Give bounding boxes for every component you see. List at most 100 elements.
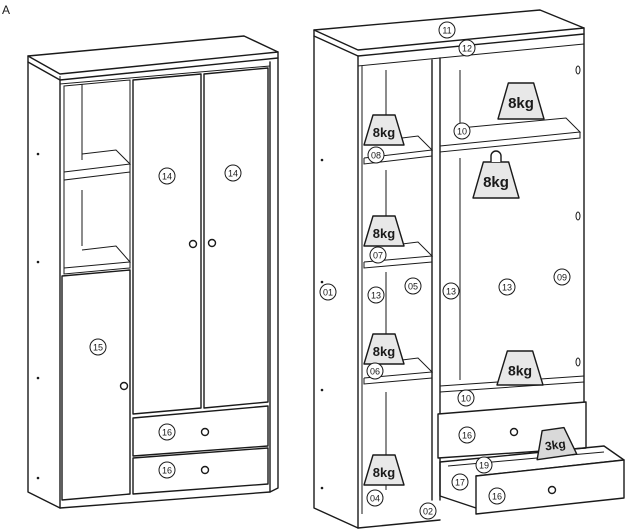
part-label-10: 10 (457, 389, 475, 407)
part-label-08: 08 (367, 146, 385, 164)
part-label-04: 04 (366, 489, 384, 507)
side-hole (320, 388, 324, 392)
svg-text:13: 13 (371, 291, 381, 301)
side-hole (320, 280, 324, 284)
svg-text:10: 10 (461, 394, 471, 404)
double-door-knob-right (207, 238, 217, 248)
part-label-07: 07 (369, 246, 387, 264)
open-wardrobe-view (313, 9, 625, 529)
left-upper-drawer (132, 405, 269, 457)
weight-8kg-w4: 8kg (363, 215, 405, 247)
side-hole (575, 211, 581, 221)
svg-text:01: 01 (323, 288, 333, 298)
svg-text:17: 17 (455, 478, 465, 488)
part-label-14: 14 (158, 167, 176, 185)
side-hole (575, 65, 581, 75)
svg-text:16: 16 (462, 431, 472, 441)
svg-text:08: 08 (371, 151, 381, 161)
svg-text:8kg: 8kg (373, 465, 395, 480)
svg-text:8kg: 8kg (373, 125, 395, 140)
part-label-02: 02 (419, 502, 437, 520)
side-hole (36, 260, 40, 264)
part-label-16: 16 (488, 487, 506, 505)
upper-drawer-knob (200, 427, 210, 437)
part-label-05: 05 (404, 277, 422, 295)
right-plinth (357, 519, 441, 529)
side-hole (320, 486, 324, 490)
weight-8kg-w5: 8kg (363, 333, 405, 365)
svg-text:09: 09 (557, 273, 567, 283)
left-double-door-left (132, 73, 202, 415)
weight-8kg-w1: 8kg (363, 114, 405, 146)
left-door-knob (119, 381, 129, 391)
part-label-17: 17 (451, 473, 469, 491)
drawer-box-back (439, 461, 477, 509)
part-label-16: 16 (458, 426, 476, 444)
left-lower-drawer (132, 447, 269, 495)
left-upper-shelf-edge (63, 164, 131, 181)
shelf-10-upper (439, 117, 582, 153)
part-label-13: 13 (442, 282, 460, 300)
part-label-09: 09 (553, 268, 571, 286)
svg-text:16: 16 (162, 466, 172, 476)
left-plinth (59, 491, 271, 509)
svg-text:04: 04 (370, 494, 380, 504)
svg-text:02: 02 (423, 507, 433, 517)
part-label-13: 13 (498, 278, 516, 296)
pulled-drawer-knob (547, 485, 557, 495)
weight-markers: 8kg 8kg 8kg 8kg 8kg 8kg 3kg 8kg (363, 82, 578, 486)
svg-text:15: 15 (93, 343, 103, 353)
part-label-15: 15 (89, 338, 107, 356)
svg-text:14: 14 (162, 172, 172, 182)
double-door-knob-left (188, 239, 198, 249)
weight-8kg-w8: 8kg (363, 454, 405, 486)
svg-text:06: 06 (370, 367, 380, 377)
side-hole (36, 476, 40, 480)
part-label-13: 13 (367, 286, 385, 304)
svg-text:19: 19 (479, 461, 489, 471)
svg-text:8kg: 8kg (483, 174, 509, 191)
left-upper-shelf (63, 149, 132, 173)
svg-text:8kg: 8kg (508, 363, 532, 379)
part-label-16: 16 (158, 461, 176, 479)
weight-8kg-w2: 8kg (497, 82, 545, 120)
svg-text:13: 13 (502, 283, 512, 293)
svg-text:16: 16 (492, 492, 502, 502)
weight-8kg-w3: 8kg (472, 150, 520, 199)
svg-text:11: 11 (442, 26, 451, 36)
left-right-side (269, 57, 279, 493)
left-open-compartment (63, 79, 131, 275)
svg-text:3kg: 3kg (544, 437, 566, 454)
side-hole (36, 152, 40, 156)
svg-text:8kg: 8kg (373, 226, 395, 241)
svg-text:07: 07 (373, 251, 383, 261)
lower-drawer-knob (200, 465, 210, 475)
part-label-19: 19 (475, 456, 493, 474)
part-label-01: 01 (319, 283, 337, 301)
side-hole (575, 357, 581, 367)
side-hole (320, 158, 324, 162)
part-label-14: 14 (224, 164, 242, 182)
left-double-door-right (203, 67, 269, 409)
svg-text:8kg: 8kg (508, 95, 534, 112)
svg-text:10: 10 (457, 127, 467, 137)
side-hole (36, 376, 40, 380)
svg-text:8kg: 8kg (373, 344, 395, 359)
svg-text:14: 14 (228, 169, 238, 179)
part-label-12: 12 (458, 39, 476, 57)
weight-3kg-w7: 3kg (536, 426, 578, 461)
weight-8kg-w6: 8kg (496, 350, 544, 386)
left-side-panel (27, 61, 61, 509)
svg-text:12: 12 (462, 44, 472, 54)
corner-label: A (2, 3, 10, 17)
part-label-16: 16 (158, 423, 176, 441)
part-number-labels: 14 14 15 16 16 11 12 10 08 07 09 01 05 13 13 13 06 10 16 19… (89, 21, 571, 520)
svg-text:05: 05 (408, 282, 418, 292)
drawer-box-inner (447, 451, 605, 467)
part-label-06: 06 (366, 362, 384, 380)
right-left-side (313, 35, 359, 529)
part-label-11: 11 (438, 21, 456, 39)
right-upper-drawer-knob (509, 427, 519, 437)
